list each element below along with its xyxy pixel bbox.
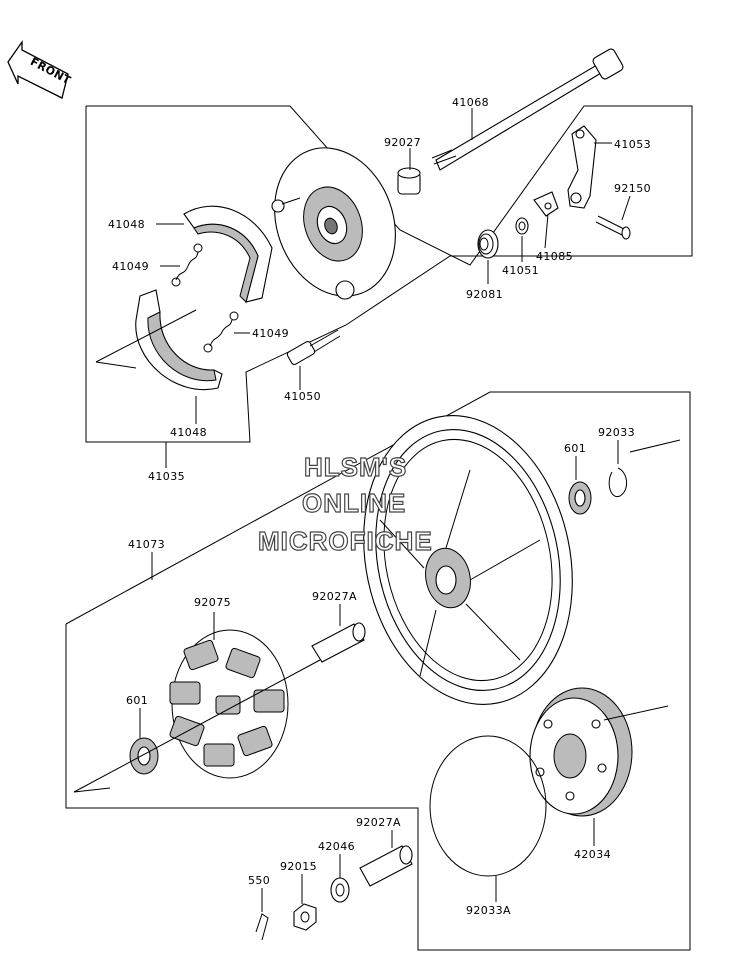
coupling-42034 [529, 687, 633, 817]
label-41053: 41053 [614, 138, 651, 151]
label-550: 550 [248, 874, 270, 887]
spring-92081 [477, 229, 499, 259]
cam-41050 [286, 329, 341, 366]
front-arrow-icon: FRONT [7, 39, 73, 99]
label-41049-lower: 41049 [252, 327, 289, 340]
damper-92075 [169, 629, 289, 779]
spring-41049-upper [171, 243, 203, 287]
leader-lines [73, 108, 681, 912]
cotter-pin-550 [255, 913, 269, 941]
nut-92015 [293, 903, 317, 931]
bearing-601-right [568, 481, 592, 515]
spring-41049-lower [203, 311, 239, 353]
part-labels: 41068 92027 41053 92150 41085 41051 9208… [108, 96, 651, 917]
watermark-line1: HLSM'S [304, 452, 407, 482]
seal-41051 [515, 217, 529, 235]
label-92027A-upper: 92027A [312, 590, 357, 603]
brake-shoe-lower [135, 289, 223, 391]
collar-92027A-upper [311, 622, 366, 663]
wheel-assembly-frame [65, 391, 691, 951]
label-41050: 41050 [284, 390, 321, 403]
label-601-right: 601 [564, 442, 586, 455]
brake-shoe-upper [183, 205, 273, 303]
watermark-line3: MICROFICHE [258, 526, 433, 556]
label-41051: 41051 [502, 264, 539, 277]
bolt-92150 [595, 215, 631, 240]
cam-lever-41053 [567, 125, 597, 209]
watermark: HLSM'S ONLINE MICROFICHE [257, 451, 433, 556]
label-41085: 41085 [536, 250, 573, 263]
label-42046: 42046 [318, 840, 355, 853]
label-41068: 41068 [452, 96, 489, 109]
label-41035: 41035 [148, 470, 185, 483]
label-92033A: 92033A [466, 904, 511, 917]
collar-92027 [397, 167, 421, 195]
label-92015: 92015 [280, 860, 317, 873]
label-92027A-lower: 92027A [356, 816, 401, 829]
label-42034: 42034 [574, 848, 611, 861]
label-92027: 92027 [384, 136, 421, 149]
circlip-92033 [608, 467, 627, 498]
label-41049-upper: 41049 [112, 260, 149, 273]
collar-92027A-lower [359, 845, 413, 887]
label-92033: 92033 [598, 426, 635, 439]
watermark-line2: ONLINE [302, 488, 406, 518]
label-601-left: 601 [126, 694, 148, 707]
axle-41068 [431, 48, 624, 171]
wheel-rim [363, 415, 573, 705]
brake-panel-frame [85, 105, 693, 443]
label-92150: 92150 [614, 182, 651, 195]
label-41073: 41073 [128, 538, 165, 551]
bearing-601-left [129, 737, 159, 775]
washer-42046 [330, 877, 350, 903]
label-41048-lower: 41048 [170, 426, 207, 439]
label-41048-upper: 41048 [108, 218, 145, 231]
label-92081: 92081 [466, 288, 503, 301]
label-92075: 92075 [194, 596, 231, 609]
circlip-92033A [429, 735, 547, 877]
indicator-41085 [533, 191, 559, 217]
brake-panel [271, 147, 396, 300]
